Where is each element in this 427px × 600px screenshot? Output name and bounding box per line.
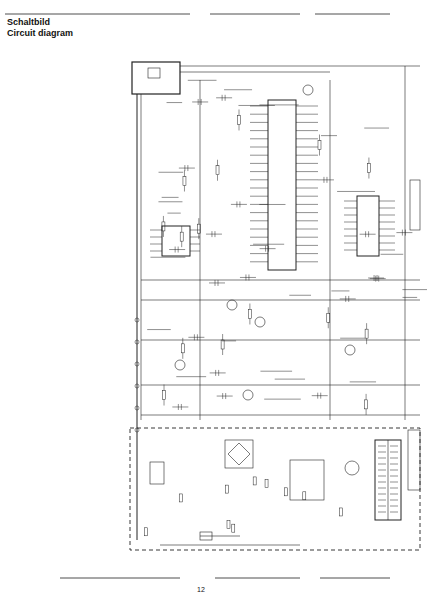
page-title: Schaltbild	[7, 18, 50, 28]
page-subtitle: Circuit diagram	[7, 29, 73, 39]
page-number: 12	[197, 586, 205, 594]
